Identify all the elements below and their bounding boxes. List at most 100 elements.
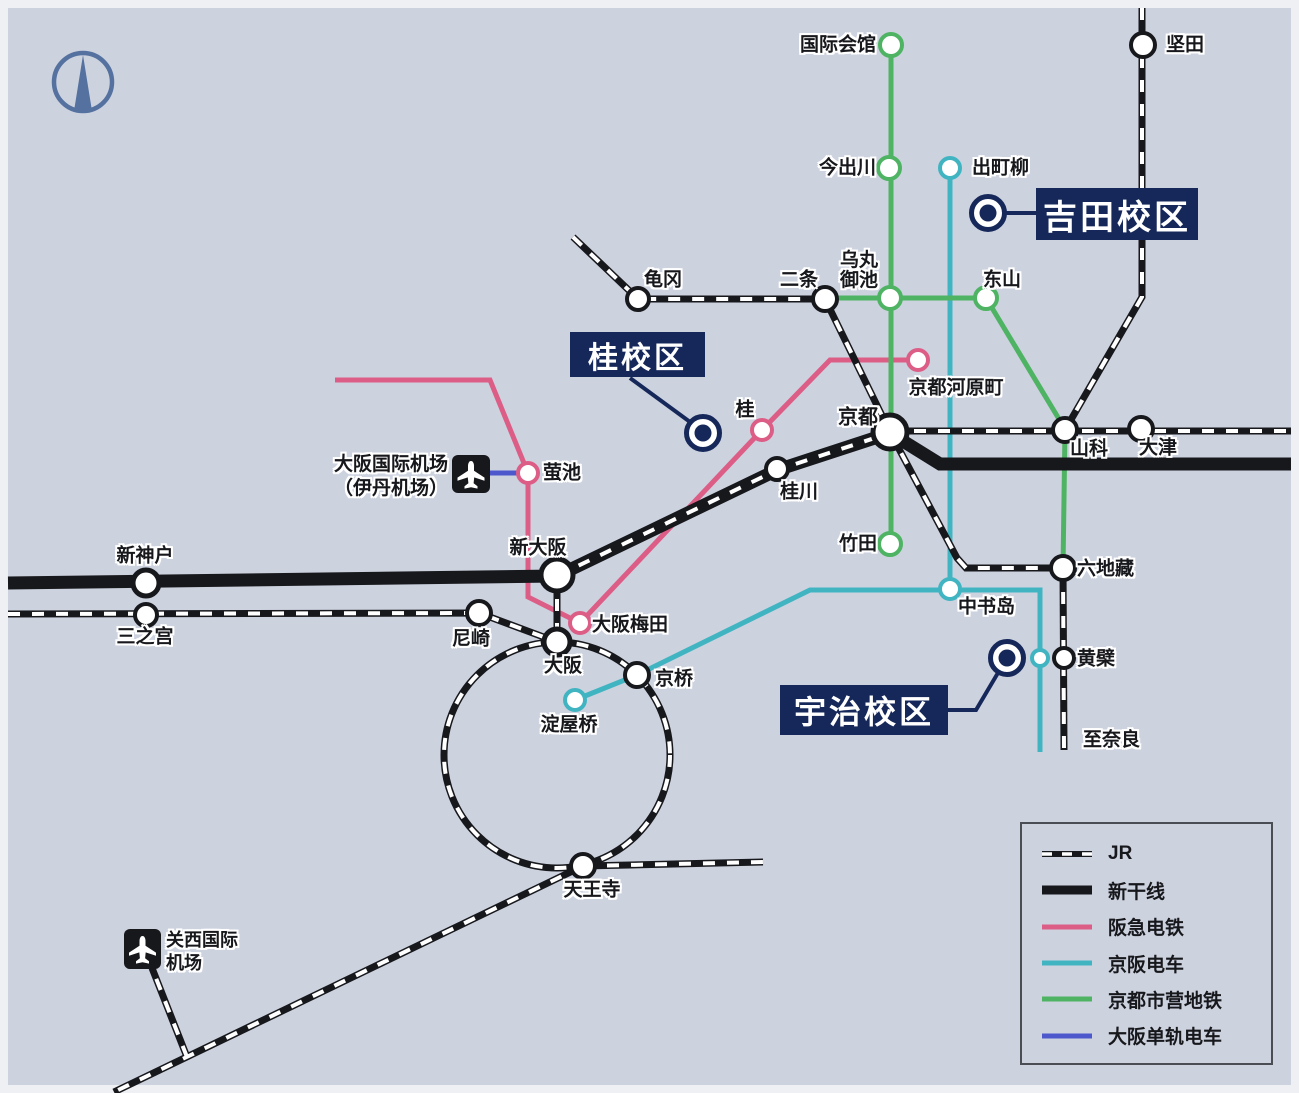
label-tennoji: 天王寺 <box>563 879 621 901</box>
yoshida-campus-marker <box>969 194 1007 232</box>
legend-label: 新干线 <box>1108 881 1166 903</box>
legend: JR 新干线 阪急电铁 京阪电车 京都市营地铁 <box>1020 822 1273 1065</box>
station-karasuma-oike <box>877 285 903 311</box>
label-nijo: 二条 <box>779 269 819 291</box>
label-katsura: 桂 <box>735 399 755 421</box>
label-rokujizo: 六地藏 <box>1077 558 1135 580</box>
compass-icon <box>51 50 115 114</box>
station-hotarugaike <box>516 461 540 485</box>
keihan-stations <box>563 156 1050 712</box>
shinkansen-east-segment <box>886 427 1291 471</box>
legend-item-shinkansen: 新干线 <box>1022 872 1271 908</box>
station-rokujizo <box>1049 554 1077 582</box>
label-kyoto: 京都 <box>838 406 878 429</box>
katsura-campus-marker <box>684 414 722 452</box>
keihan-line-swatch-icon <box>1042 960 1092 966</box>
label-shin-osaka: 新大阪 <box>509 537 567 559</box>
legend-label: 京阪电车 <box>1108 954 1185 976</box>
label-kyobashi: 京桥 <box>655 668 694 690</box>
station-shin-kobe <box>130 567 162 599</box>
hankyu-stations <box>516 348 930 635</box>
station-kyoto <box>870 412 910 452</box>
label-to-nara: 至奈良 <box>1083 729 1141 751</box>
uji-connector <box>948 659 1007 712</box>
label-shin-kobe: 新神户 <box>116 545 174 567</box>
kyoto-subway-line <box>825 45 1068 569</box>
station-kameoka <box>625 286 651 312</box>
legend-item-monorail: 大阪单轨电车 <box>1022 1017 1271 1053</box>
station-yamashina <box>1051 416 1079 444</box>
station-katata <box>1129 31 1157 59</box>
label-osaka-umeda: 大阪梅田 <box>592 614 669 636</box>
jr-line-swatch-icon <box>1042 851 1092 858</box>
station-osaka <box>541 626 573 658</box>
station-shin-osaka <box>538 556 576 594</box>
legend-item-hankyu: 阪急电铁 <box>1022 909 1271 945</box>
station-nijo <box>811 285 839 313</box>
keihan-south-segment <box>574 587 1043 752</box>
station-katsuragawa <box>764 456 790 482</box>
jr-lines-dash <box>7 8 1291 1093</box>
subway-stations <box>876 32 999 557</box>
label-karasuma-oike: 乌丸 御池 <box>839 250 878 291</box>
uji-campus-marker <box>988 639 1026 677</box>
label-chushojima: 中书岛 <box>958 596 1016 618</box>
shinkansen-line-swatch-icon <box>1042 885 1092 895</box>
uji-campus-label: 宇治校区 <box>780 685 948 735</box>
monorail-line-swatch-icon <box>1042 1033 1092 1039</box>
station-sannomiya <box>133 602 159 628</box>
label-obaku: 黄檗 <box>1077 648 1116 670</box>
station-obaku-keihan <box>1030 648 1050 668</box>
hankyu-line-swatch-icon <box>1042 924 1092 930</box>
legend-label: 京都市营地铁 <box>1108 990 1223 1012</box>
label-kansai-airport: 关西国际 机场 <box>166 930 238 973</box>
station-higashiyama <box>973 285 999 311</box>
label-higashiyama: 东山 <box>982 269 1022 291</box>
legend-label: 大阪单轨电车 <box>1108 1027 1223 1049</box>
label-osaka: 大阪 <box>543 655 583 677</box>
kansai-airport-icon <box>124 929 161 969</box>
keihan-line <box>574 168 1043 752</box>
station-tennoji <box>569 852 597 880</box>
station-amagasaki <box>465 599 493 627</box>
label-yodoyabashi: 淀屋桥 <box>540 714 598 736</box>
station-demachiyanagi <box>938 156 962 180</box>
label-yamashina: 山科 <box>1070 438 1109 460</box>
station-katsura <box>750 418 774 442</box>
legend-label: JR <box>1108 843 1133 865</box>
label-amagasaki: 尼崎 <box>451 628 491 650</box>
station-imadegawa <box>876 155 902 181</box>
station-yodoyabashi <box>563 688 587 712</box>
station-kyoto-kawaramachi <box>906 348 930 372</box>
station-kyobashi <box>623 661 651 689</box>
legend-item-kyoto-subway: 京都市营地铁 <box>1022 981 1271 1017</box>
label-imadegawa: 今出川 <box>818 157 876 179</box>
tozai-subway-segment <box>825 295 1068 569</box>
shinkansen-west-segment <box>7 569 558 590</box>
station-takeda <box>877 531 903 557</box>
station-kokusaikaikan <box>878 32 904 58</box>
label-kyoto-kawaramachi: 京都河原町 <box>908 377 1004 399</box>
campus-markers <box>684 194 1026 677</box>
station-obaku-jr <box>1052 646 1076 670</box>
station-chushojima <box>938 577 962 601</box>
jr-stations <box>130 31 1157 880</box>
label-kokusaikaikan: 国际会馆 <box>799 34 876 56</box>
label-otsu: 大津 <box>1139 437 1178 459</box>
katsura-campus-label: 桂校区 <box>570 332 705 377</box>
label-demachiyanagi: 出町柳 <box>972 157 1030 179</box>
label-sannomiya: 三之宫 <box>116 626 174 648</box>
yoshida-campus-label: 吉田校区 <box>1036 188 1198 240</box>
itami-airport-icon <box>452 455 490 493</box>
label-katata: 坚田 <box>1166 34 1205 56</box>
label-takeda: 竹田 <box>838 533 877 555</box>
legend-item-jr: JR <box>1022 836 1271 872</box>
kyoto-subway-line-swatch-icon <box>1042 996 1092 1002</box>
label-itami-airport: 大阪国际机场 （伊丹机场） <box>333 454 448 499</box>
station-otsu <box>1127 415 1155 443</box>
shinkansen-kyoto-segment <box>554 426 893 582</box>
label-hotarugaike: 萤池 <box>543 462 582 484</box>
station-osaka-umeda <box>568 611 592 635</box>
legend-item-keihan: 京阪电车 <box>1022 945 1271 981</box>
